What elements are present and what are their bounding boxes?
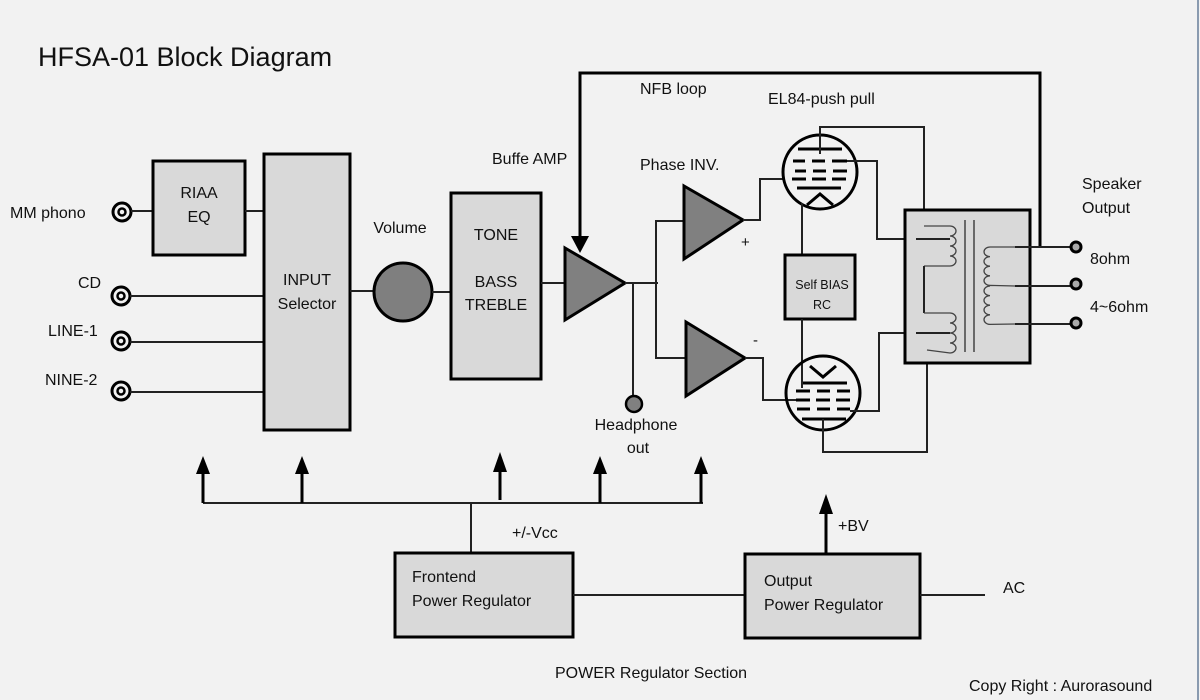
speaker-8ohm-label: 8ohm [1090,251,1130,268]
output-power-regulator [743,552,922,640]
speaker-output-label-2: Output [1082,200,1131,217]
speaker-terminal-common [1069,277,1083,291]
nfb-arrow-icon [571,236,589,253]
input-selector-label-1: INPUT [283,272,331,289]
bv-arrow-icon [819,494,833,554]
vcc-arrow-icon [196,456,210,503]
phase-split-wire [655,220,685,359]
speaker-terminal-4-6ohm [1069,316,1083,330]
primary-winding-upper [924,225,957,267]
self-bias-label-2: RC [813,298,831,312]
input-jack-line-1 [110,330,132,352]
el84-tube-lower [784,354,862,432]
transformer-core [964,220,975,352]
headphone-label-1: Headphone [595,417,678,434]
speaker-4-6ohm-label: 4~6ohm [1090,299,1148,316]
power-section-label: POWER Regulator Section [555,665,747,682]
volume-knob [372,261,434,323]
secondary-winding [983,246,1016,326]
riaa-eq-block [151,159,247,257]
phase-inv-amp-minus [684,319,748,399]
tone-label-3: TREBLE [465,297,527,314]
buffer-amp-triangle [563,245,628,323]
vcc-arrow-icon [694,456,708,503]
bv-label: +BV [838,518,869,535]
tone-label-2: BASS [475,274,518,291]
wire [743,178,785,221]
headphone-jack [624,394,644,414]
output-reg-label-2: Power Regulator [764,597,884,614]
phase-minus-sign: - [753,332,758,349]
input-label-nine-2: NINE-2 [45,372,98,389]
ac-label: AC [1003,580,1025,597]
lower-plate-wire [822,350,928,453]
upper-screen-wire [847,160,916,240]
volume-label: Volume [373,220,426,237]
input-selector-label-2: Selector [278,296,337,313]
frontend-reg-label-2: Power Regulator [412,593,532,610]
self-bias-rc-block [783,253,857,321]
self-bias-label-1: Self BIAS [795,278,849,292]
output-reg-label-1: Output [764,573,813,590]
speaker-output-label-1: Speaker [1082,176,1142,193]
copyright: Copy Right : Aurorasound [969,678,1152,695]
nfb-loop-label: NFB loop [640,81,707,98]
input-label-line-1: LINE-1 [48,323,98,340]
vcc-arrow-icon [295,456,309,503]
headphone-label-2: out [627,440,650,457]
input-label-cd: CD [78,275,101,292]
vcc-label: +/-Vcc [512,525,558,542]
phase-inv-label: Phase INV. [640,157,719,174]
riaa-eq-label-1: RIAA [180,185,218,202]
phase-inv-amp-plus [682,183,746,262]
frontend-reg-label-1: Frontend [412,569,476,586]
input-jack-mm-phono [111,201,133,223]
vcc-arrow-icon [593,456,607,503]
riaa-eq-label-2: EQ [187,209,210,226]
tone-label-1: TONE [474,227,518,244]
input-label-mm-phono: MM phono [10,205,86,222]
lower-screen-wire [850,332,916,412]
input-jack-cd [110,285,132,307]
nfb-loop-wire [578,71,1042,247]
el84-label: EL84-push pull [768,91,875,108]
wire [745,357,800,401]
vcc-arrow-icon [493,452,507,500]
input-selector-block [262,152,352,432]
tone-block [449,191,543,381]
input-jack-nine-2 [110,380,132,402]
phase-plus-sign: + [741,234,750,251]
upper-plate-wire [819,126,925,226]
buffer-amp-label: Buffe AMP [492,151,567,168]
diagram-title: HFSA-01 Block Diagram [38,42,332,72]
speaker-terminal-8ohm [1069,240,1083,254]
